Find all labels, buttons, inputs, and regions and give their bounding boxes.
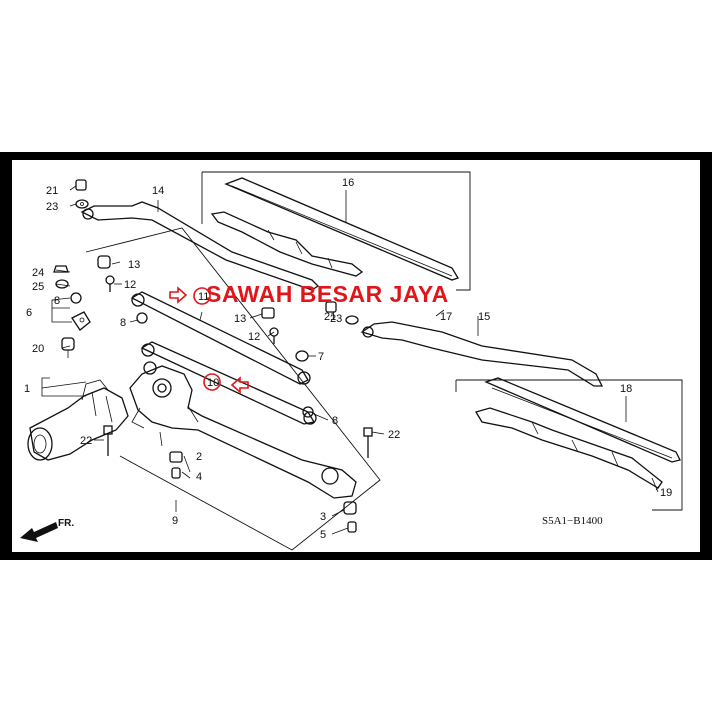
callout-17: 17 [440,311,452,323]
nut-13-upper [97,255,111,269]
callout-8-left: 8 [54,295,60,307]
callout-10: 10 [207,377,219,389]
bracket-6 [71,311,91,331]
callout-14: 14 [152,185,164,197]
callout-9: 9 [172,515,178,527]
callout-21-right: 21 [324,311,336,323]
diagram-code: S5A1−B1400 [542,515,603,527]
nut-21-upper [75,179,87,191]
callout-23-right: 23 [330,313,342,325]
bushing-8-left [70,292,82,304]
blade-box-upper [201,171,471,291]
leader-lines [41,185,663,535]
linkage-frame-9 [129,361,357,499]
arrow-right-icon [169,286,188,304]
bolt-22-right [363,427,373,458]
link-rod-11 [130,291,311,385]
callout-12-upper: 12 [124,279,136,291]
wiper-blade-18 [475,377,681,493]
callout-23-upper: 23 [46,201,58,213]
front-arrow-icon [20,522,58,542]
wiper-blade-16 [210,177,459,281]
linkage-box [85,227,381,551]
wiper-arm-15 [360,321,604,387]
callout-24: 24 [32,267,44,279]
highlight-marks [169,286,249,394]
watermark-text: SAWAH BESAR JAYA [206,281,449,307]
link-rod-10 [140,341,317,425]
wiper-linkage-diagram: FR. 21 23 14 16 13 24 25 12 8 6 11 8 13 … [20,171,683,551]
bolt-12-upper [105,275,115,292]
callout-labels: 21 23 14 16 13 24 25 12 8 6 11 8 13 12 2… [24,177,672,541]
wiper-motor-1 [27,379,129,461]
nut-13-mid [261,307,275,319]
direction-label: FR. [58,518,74,529]
bolt-22-left [103,425,113,456]
highlight-circle-10 [203,373,221,391]
washer-23-upper [75,199,89,209]
diagram-frame: FR. 21 23 14 16 13 24 25 12 8 6 11 8 13 … [0,152,712,560]
callout-25: 25 [32,281,44,293]
callout-2: 2 [196,451,202,463]
callout-11: 11 [198,291,209,303]
callout-12-mid: 12 [248,331,260,343]
wiper-arm-14 [80,201,320,291]
callout-8-mid: 8 [120,317,126,329]
callout-8-right: 8 [332,415,338,427]
collar-4 [171,467,181,479]
callout-1: 1 [24,383,30,395]
callout-20: 20 [32,343,44,355]
callout-16: 16 [342,177,354,189]
bolt-12-mid [269,327,279,344]
callout-6: 6 [26,307,32,319]
callout-21-upper: 21 [46,185,58,197]
cap-3 [343,501,357,515]
blade-box-lower [455,379,683,511]
callout-13-mid: 13 [234,313,246,325]
cap-2 [169,451,183,463]
callout-13-upper: 13 [128,259,140,271]
grommet-20 [61,337,75,358]
callout-5: 5 [320,529,326,541]
callout-15: 15 [478,311,490,323]
callout-18: 18 [620,383,632,395]
callout-4: 4 [196,471,202,483]
bushing-7 [295,350,309,362]
arrow-left-icon [230,376,249,394]
bushing-8-right [302,406,314,418]
washer-23-right [345,315,359,325]
bushing-8-mid [136,312,148,324]
callout-19: 19 [660,487,672,499]
diagram-canvas: FR. 21 23 14 16 13 24 25 12 8 6 11 8 13 … [12,160,700,552]
callout-22-right: 22 [388,429,400,441]
highlight-circle-11 [193,287,211,305]
nut-21-right [325,301,337,313]
collar-5 [347,521,357,533]
callout-3: 3 [320,511,326,523]
callout-7: 7 [318,351,324,363]
callout-22-left: 22 [80,435,92,447]
